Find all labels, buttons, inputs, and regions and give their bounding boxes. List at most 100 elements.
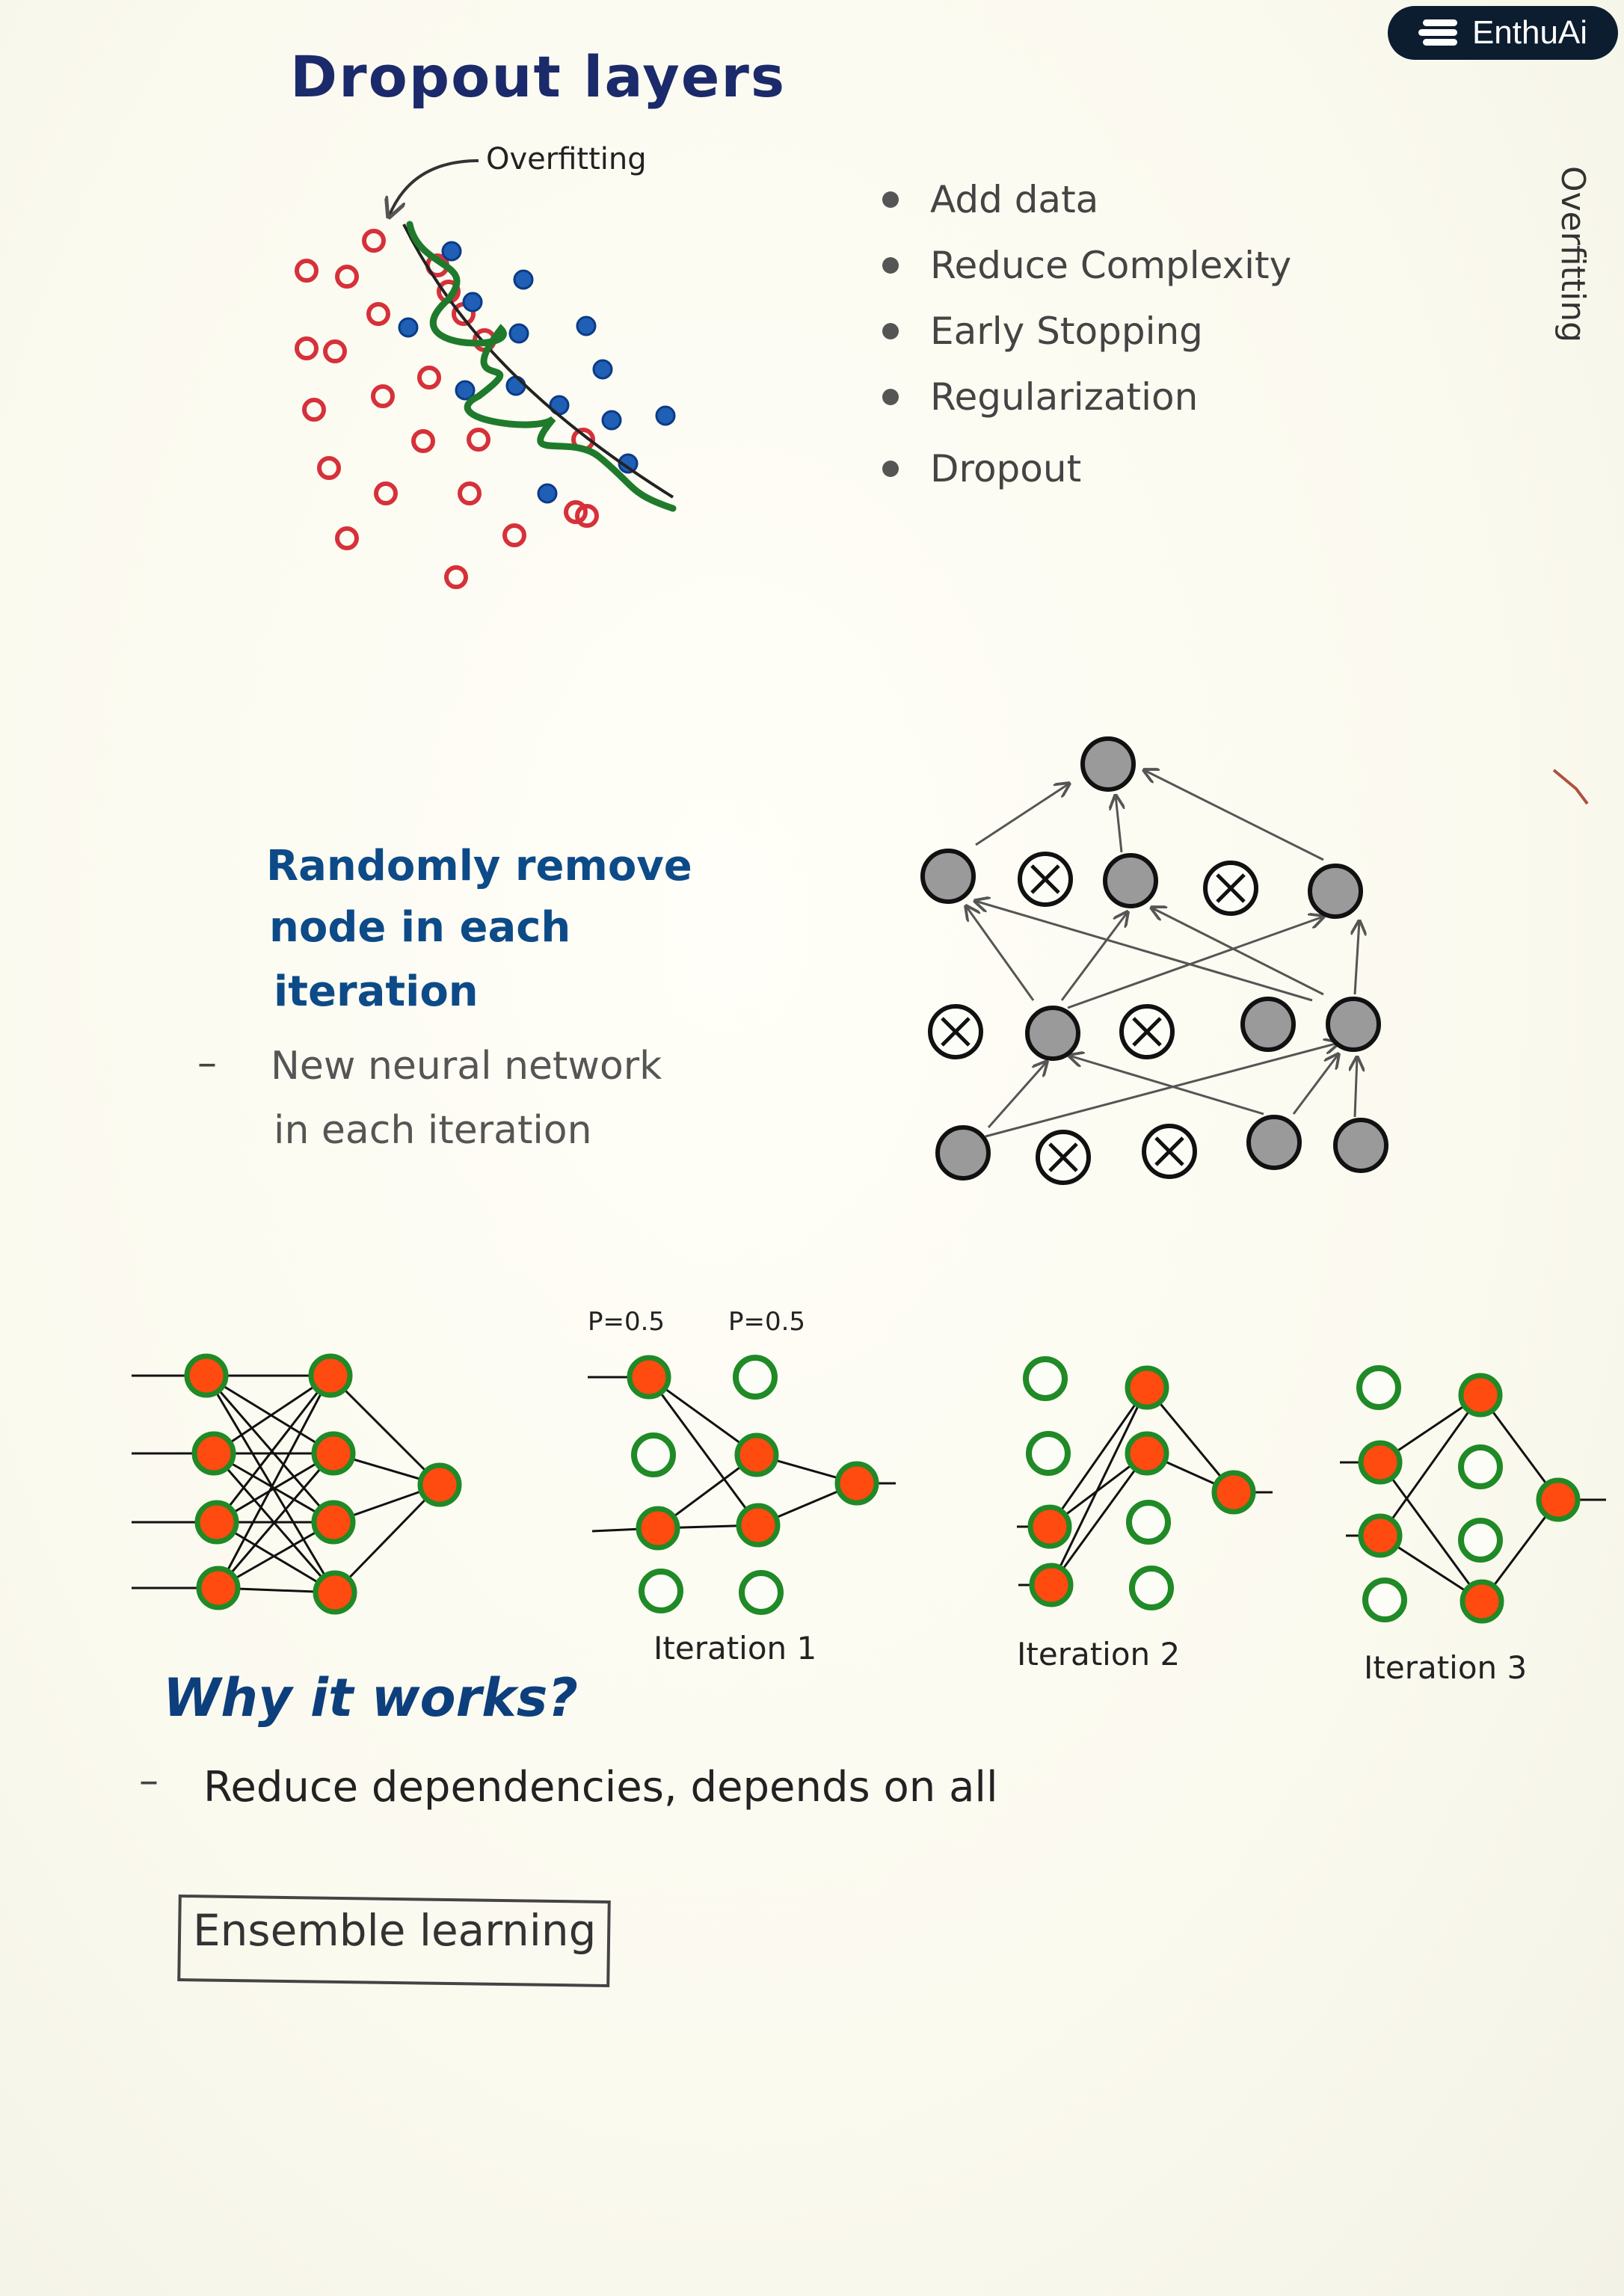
active-neuron	[834, 1461, 879, 1506]
p-label-1: P=0.5	[588, 1307, 665, 1337]
edge-arrow	[966, 906, 1035, 1001]
active-neuron	[1125, 1431, 1169, 1476]
red-point	[335, 265, 359, 289]
dropped-neuron	[639, 1569, 683, 1613]
iteration-1-network	[588, 1355, 896, 1615]
active-neuron	[313, 1570, 357, 1615]
remedy-label: Regularization	[930, 375, 1199, 419]
remedy-item: Early Stopping	[882, 310, 1203, 353]
iteration-label-3: Iteration 3	[1364, 1649, 1528, 1686]
brand-badge[interactable]: EnthuAi	[1388, 6, 1618, 60]
red-point	[295, 259, 319, 283]
blue-point	[441, 241, 462, 262]
connection	[1050, 1453, 1148, 1586]
edge-arrow	[1355, 1057, 1357, 1118]
active-neuron	[1358, 1513, 1403, 1558]
active-neuron	[636, 1506, 680, 1551]
connection	[215, 1375, 332, 1523]
connection	[213, 1374, 331, 1455]
active-node	[1080, 736, 1136, 792]
random-remove-line-1: Randomly remove	[266, 842, 692, 890]
red-point	[302, 398, 326, 422]
active-neuron	[1536, 1477, 1581, 1522]
active-node	[1246, 1115, 1302, 1170]
edge-arrow	[1355, 921, 1359, 995]
active-node	[1326, 997, 1381, 1052]
iteration-label-2: Iteration 2	[1017, 1636, 1181, 1672]
blue-point	[513, 269, 534, 290]
red-point	[366, 302, 390, 326]
dropped-neuron	[1026, 1431, 1071, 1476]
remedy-label: Reduce Complexity	[930, 244, 1292, 287]
remedy-item: Reduce Complexity	[882, 244, 1291, 287]
blue-point	[576, 316, 597, 336]
x-mark-icon	[1132, 1017, 1162, 1047]
remedy-label: Dropout	[930, 447, 1082, 490]
stray-mark	[1552, 769, 1589, 805]
x-mark-icon	[941, 1017, 971, 1047]
connection	[648, 1376, 760, 1526]
active-node	[1103, 853, 1158, 908]
red-point	[335, 526, 359, 550]
dash-mark: –	[197, 1041, 217, 1086]
ensemble-label: Ensemble learning	[193, 1905, 597, 1956]
edge-arrow	[987, 1062, 1047, 1128]
connection	[216, 1452, 334, 1524]
iteration-label-1: Iteration 1	[653, 1630, 817, 1666]
edge-arrow	[1069, 1056, 1264, 1115]
active-neuron	[734, 1432, 779, 1477]
blue-point	[455, 380, 476, 401]
dropped-neuron	[1023, 1356, 1068, 1401]
edge-arrow	[985, 1043, 1338, 1138]
connection	[206, 1374, 334, 1455]
red-point	[362, 229, 386, 253]
remedy-item: Dropout	[882, 447, 1081, 490]
connection	[1145, 1387, 1235, 1493]
connection	[329, 1374, 441, 1486]
red-point	[411, 429, 435, 453]
blue-point	[537, 483, 558, 504]
blue-point	[655, 405, 676, 426]
active-node	[1240, 997, 1296, 1052]
dropped-neuron	[631, 1432, 676, 1477]
dropout-network	[920, 736, 1388, 1185]
active-node	[1025, 1006, 1080, 1061]
remedy-item: Add data	[882, 178, 1098, 221]
active-neuron	[627, 1355, 671, 1400]
active-neuron	[196, 1566, 241, 1610]
blue-point	[505, 375, 526, 396]
edge-arrow	[1060, 912, 1128, 1001]
x-mark-icon	[1154, 1136, 1184, 1166]
edge-arrow	[1292, 1054, 1338, 1115]
remedy-item: Regularization	[882, 375, 1198, 419]
connection	[1379, 1394, 1482, 1536]
active-neuron	[1027, 1504, 1072, 1549]
active-node	[920, 849, 976, 904]
active-neuron	[191, 1431, 236, 1476]
dropped-neuron	[733, 1355, 778, 1400]
active-neuron	[308, 1353, 353, 1398]
red-point	[371, 384, 395, 408]
dropped-neuron	[1458, 1518, 1503, 1563]
remedy-label: Add data	[930, 178, 1099, 221]
connection	[1048, 1387, 1148, 1527]
red-point	[417, 366, 441, 390]
blue-point	[462, 292, 483, 313]
bullet-icon	[882, 389, 899, 405]
new-network-line-1: New neural network	[271, 1044, 662, 1089]
remedy-label: Early Stopping	[930, 310, 1203, 353]
x-mark-icon	[1216, 873, 1246, 903]
active-neuron	[311, 1500, 356, 1545]
blue-point	[601, 410, 622, 431]
connection	[205, 1375, 336, 1593]
edge-arrow	[1116, 795, 1122, 853]
overfitting-arrow	[389, 159, 479, 217]
dropped-neuron	[1356, 1365, 1401, 1410]
blue-point	[618, 453, 639, 474]
connection	[648, 1376, 757, 1456]
active-neuron	[417, 1462, 462, 1507]
bullet-icon	[882, 323, 899, 339]
active-node	[1333, 1118, 1388, 1173]
active-neuron	[1125, 1365, 1169, 1410]
why-heading: Why it works?	[163, 1667, 578, 1729]
